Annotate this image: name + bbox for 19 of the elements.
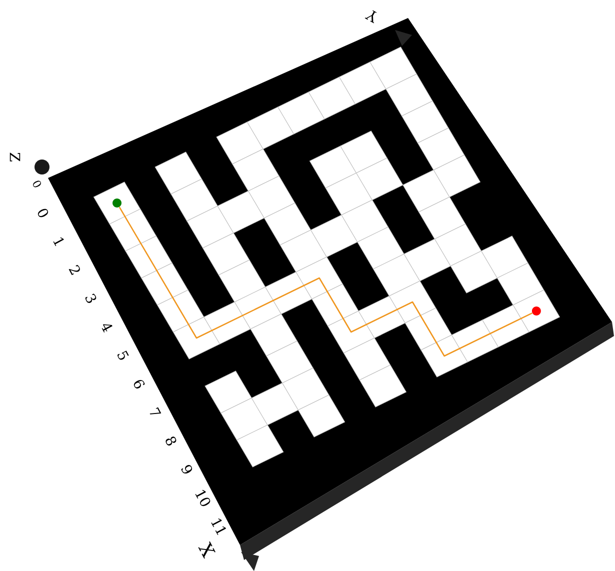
tick-label: 8 [166,436,176,446]
tick-label: 3 [85,294,96,303]
tick-label: 7 [150,407,162,414]
tick-label: 11 [211,518,226,536]
tick-label: 4 [102,324,112,332]
tick-label: 5 [117,350,129,360]
tick-label: 0 [33,180,41,188]
axis-label: X [198,541,216,559]
axis-label: Y [364,10,377,24]
end-marker [532,306,541,316]
axis-label: Z [10,152,20,162]
tick-label: 10 [195,490,210,506]
tick-label: 6 [134,380,145,388]
start-marker [112,198,122,208]
tick-label: 0 [38,208,48,218]
tick-label: 9 [181,465,192,474]
tick-label: 1 [53,237,64,246]
tick-label: 2 [68,264,80,276]
path-line [118,206,532,357]
